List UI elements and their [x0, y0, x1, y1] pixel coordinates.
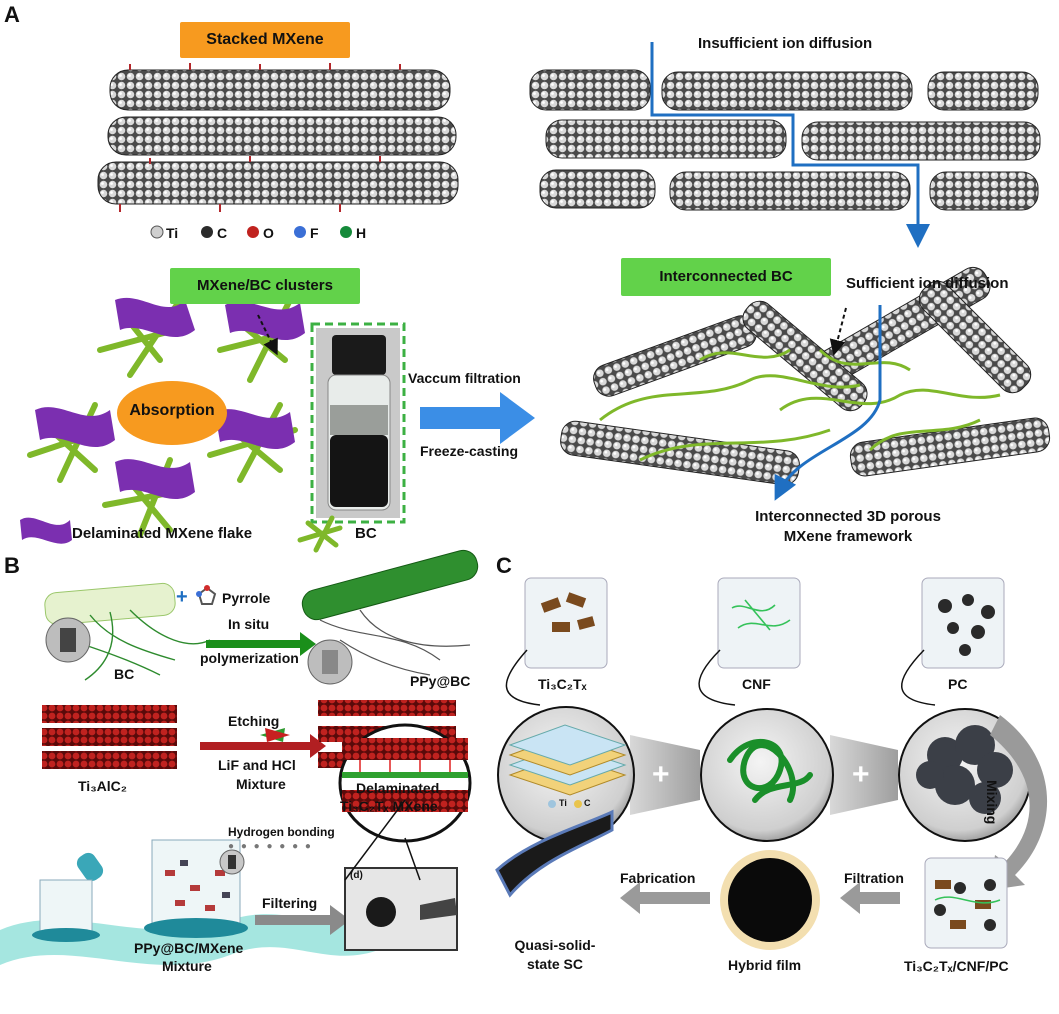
ppy-bc-mxene-mixture-label: PPy@BC/MXene	[134, 940, 244, 956]
panel-b-letter: B	[4, 553, 20, 578]
legend-ti: Ti	[166, 225, 179, 241]
filtration-label: Filtration	[844, 870, 904, 886]
lif-hcl-label: LiF and HCl	[218, 757, 296, 773]
framework-label-line2: MXene framework	[783, 528, 913, 545]
hydrogen-bonding-label: Hydrogen bonding	[228, 825, 335, 839]
interconnected-framework-graphic	[560, 266, 1051, 501]
mxene-bc-clusters	[27, 297, 305, 538]
quasi-solid-label-line2: state SC	[526, 956, 584, 972]
panel-c-graphics	[495, 577, 1048, 950]
filtering-label: Filtering	[262, 895, 318, 911]
panel-b-graphics	[0, 549, 479, 965]
pc-label: PC	[948, 676, 968, 692]
legend-c: C	[217, 225, 228, 241]
cnf-label: CNF	[742, 676, 771, 692]
plus-sign-b: +	[176, 586, 188, 608]
in-situ-label: In situ	[228, 616, 270, 632]
mxene-bc-clusters-label: MXene/BC clusters	[170, 268, 360, 304]
pyrrole-label: Pyrrole	[222, 590, 271, 606]
insufficient-diffusion-label: Insufficient ion diffusion	[698, 35, 873, 52]
atom-legend-markers	[150, 225, 352, 239]
sufficient-diffusion-label: Sufficient ion diffusion	[846, 275, 1009, 292]
delaminated-mxene-label: Ti₃C₂Tₓ MXene	[340, 798, 438, 814]
hybrid-film-label: Hybrid film	[728, 957, 802, 973]
stacked-mxene-graphic	[97, 63, 459, 212]
legend-o: O	[263, 225, 274, 241]
inset-d-label: (d)	[350, 870, 363, 881]
flake-legend-label: Delaminated MXene flake	[72, 525, 253, 542]
composite-label: Ti₃C₂Tₓ/CNF/PC	[904, 958, 1009, 974]
legend-c-c: C	[584, 798, 591, 808]
ti3c2tx-label: Ti₃C₂Tₓ	[538, 676, 587, 692]
etching-label: Etching	[228, 713, 280, 729]
vaccum-filtration-arrow	[420, 392, 535, 444]
panel-c-letter: C	[496, 553, 512, 578]
vaccum-filtration-label: Vaccum filtration	[408, 370, 521, 386]
bc-label: BC	[114, 666, 135, 682]
delaminated-label: Delaminated	[356, 780, 440, 796]
stacked-mxene-label: Stacked MXene	[180, 22, 350, 58]
mixture-label: Mixture	[162, 958, 212, 974]
flake-bc-legend-icons	[20, 515, 343, 553]
fabrication-label: Fabrication	[620, 870, 696, 886]
polymerization-label: polymerization	[200, 650, 299, 666]
quasi-solid-label-line1: Quasi-solid-	[514, 937, 596, 953]
framework-label-line1: Interconnected 3D porous	[755, 508, 941, 525]
plus-sign-c1: +	[652, 758, 670, 791]
insufficient-diffusion-graphic	[529, 42, 1041, 248]
plus-sign-c2: +	[852, 758, 870, 791]
lif-mixture-label: Mixture	[236, 776, 286, 792]
interconnected-bc-label: Interconnected BC	[621, 258, 831, 296]
freeze-casting-label: Freeze-casting	[420, 443, 519, 459]
vial-photo	[310, 322, 406, 524]
absorption-label: Absorption	[129, 402, 215, 419]
hydrogen-bonding-legend: ● ● ● ● ● ● ●	[228, 841, 313, 852]
legend-h: H	[356, 225, 367, 241]
bc-legend-label: BC	[355, 525, 377, 542]
legend-f: F	[310, 225, 319, 241]
ppy-bc-label: PPy@BC	[410, 673, 471, 689]
panel-a-letter: A	[4, 2, 20, 27]
legend-ti-c: Ti	[559, 798, 567, 808]
ti3alc2-label: Ti₃AlC₂	[78, 778, 127, 794]
mixing-label: Mixing	[984, 780, 1000, 825]
